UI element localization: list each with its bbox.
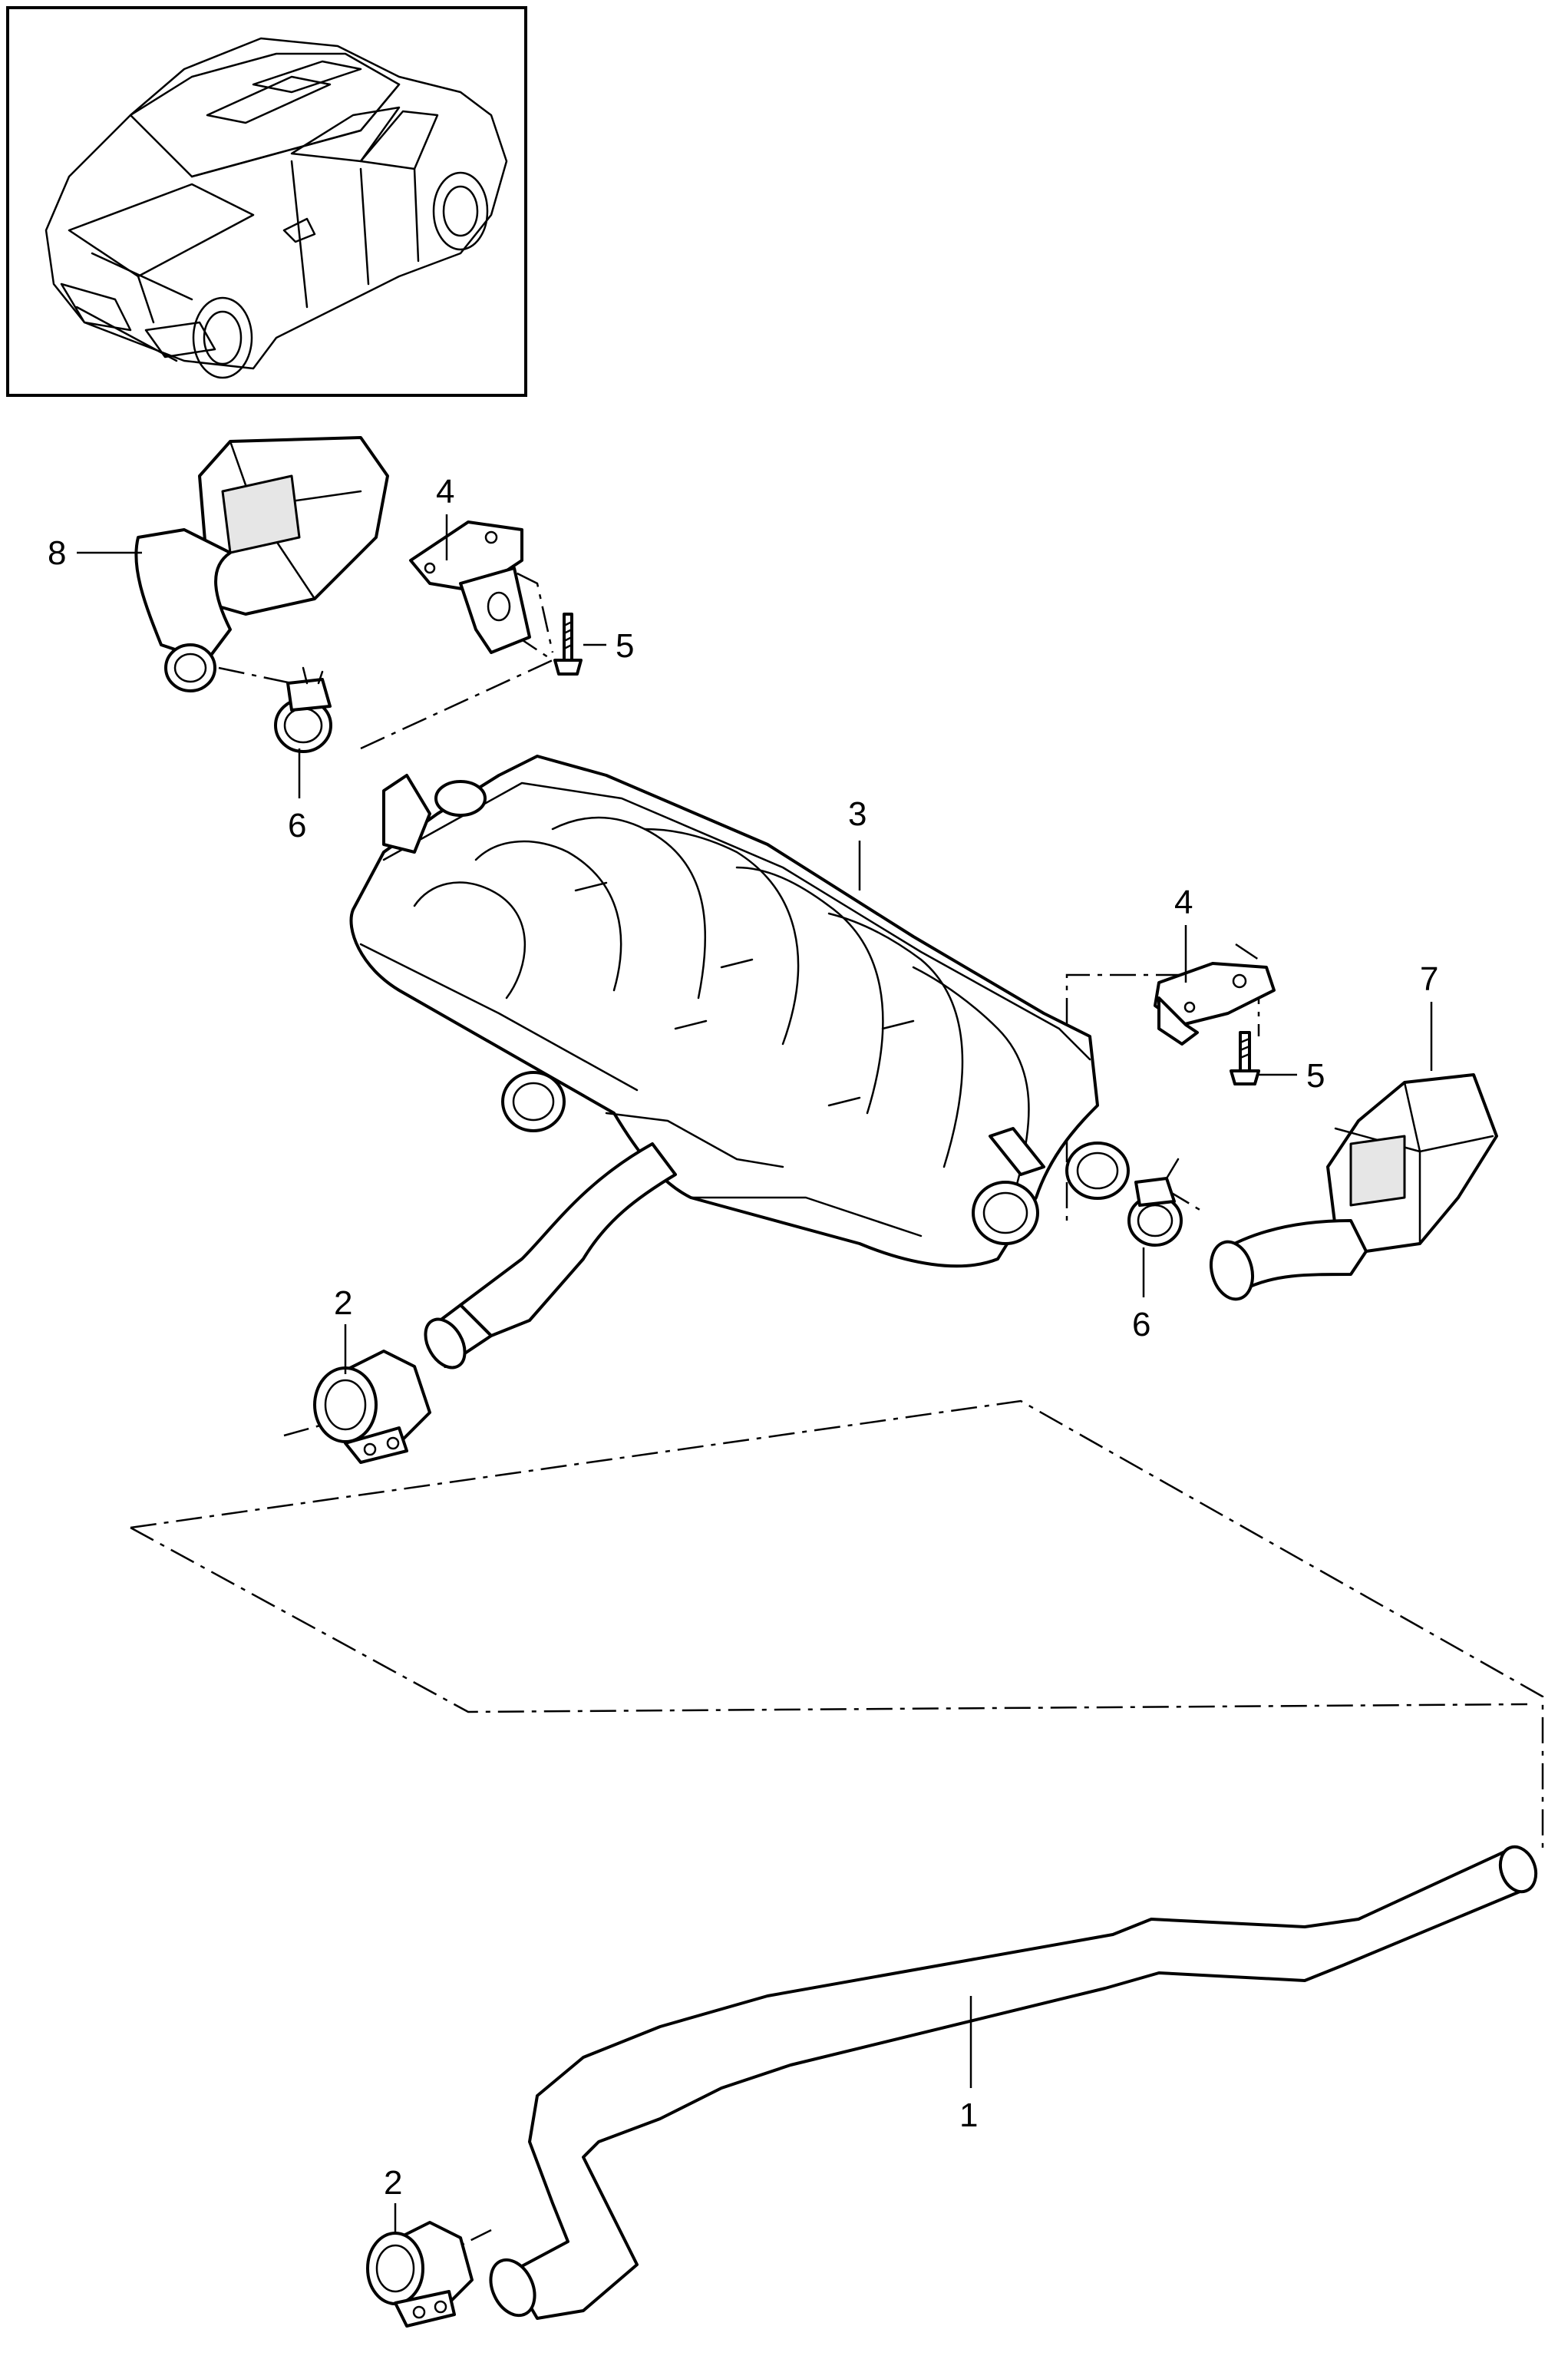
callout-5-right: 5 [1306, 1057, 1325, 1095]
part-7-right-tailpipe [1210, 1073, 1498, 1301]
callout-5-upper: 5 [616, 627, 634, 665]
part-5-upper-bolt [553, 613, 583, 676]
part-2-lower-clamp [366, 2221, 474, 2328]
callout-1: 1 [959, 2096, 978, 2134]
callout-6-upper: 6 [288, 807, 306, 844]
vehicle-thumbnail-icon [6, 6, 527, 397]
part-5-right-bolt [1230, 1031, 1260, 1085]
callout-3: 3 [848, 795, 867, 833]
callout-4-upper: 4 [436, 473, 454, 510]
callout-6-right: 6 [1132, 1306, 1150, 1343]
callout-2-upper: 2 [334, 1284, 352, 1322]
callouts: 8 4 5 6 3 4 5 7 6 2 1 2 [48, 473, 1438, 2202]
part-2-upper-clamp [313, 1350, 431, 1464]
callout-7: 7 [1420, 960, 1438, 998]
part-8-left-tailpipe [134, 436, 389, 692]
part-3-rear-muffler [349, 755, 1130, 1370]
part-1-front-pipe [489, 1845, 1538, 2320]
part-4-upper-hanger [409, 520, 531, 654]
callout-8: 8 [48, 534, 66, 572]
part-6-upper-clamp [274, 666, 332, 753]
callout-4-right: 4 [1174, 884, 1193, 921]
leader-lines [77, 514, 1433, 2234]
callout-2-lower: 2 [384, 2164, 402, 2202]
part-6-right-clamp [1127, 1158, 1183, 1247]
